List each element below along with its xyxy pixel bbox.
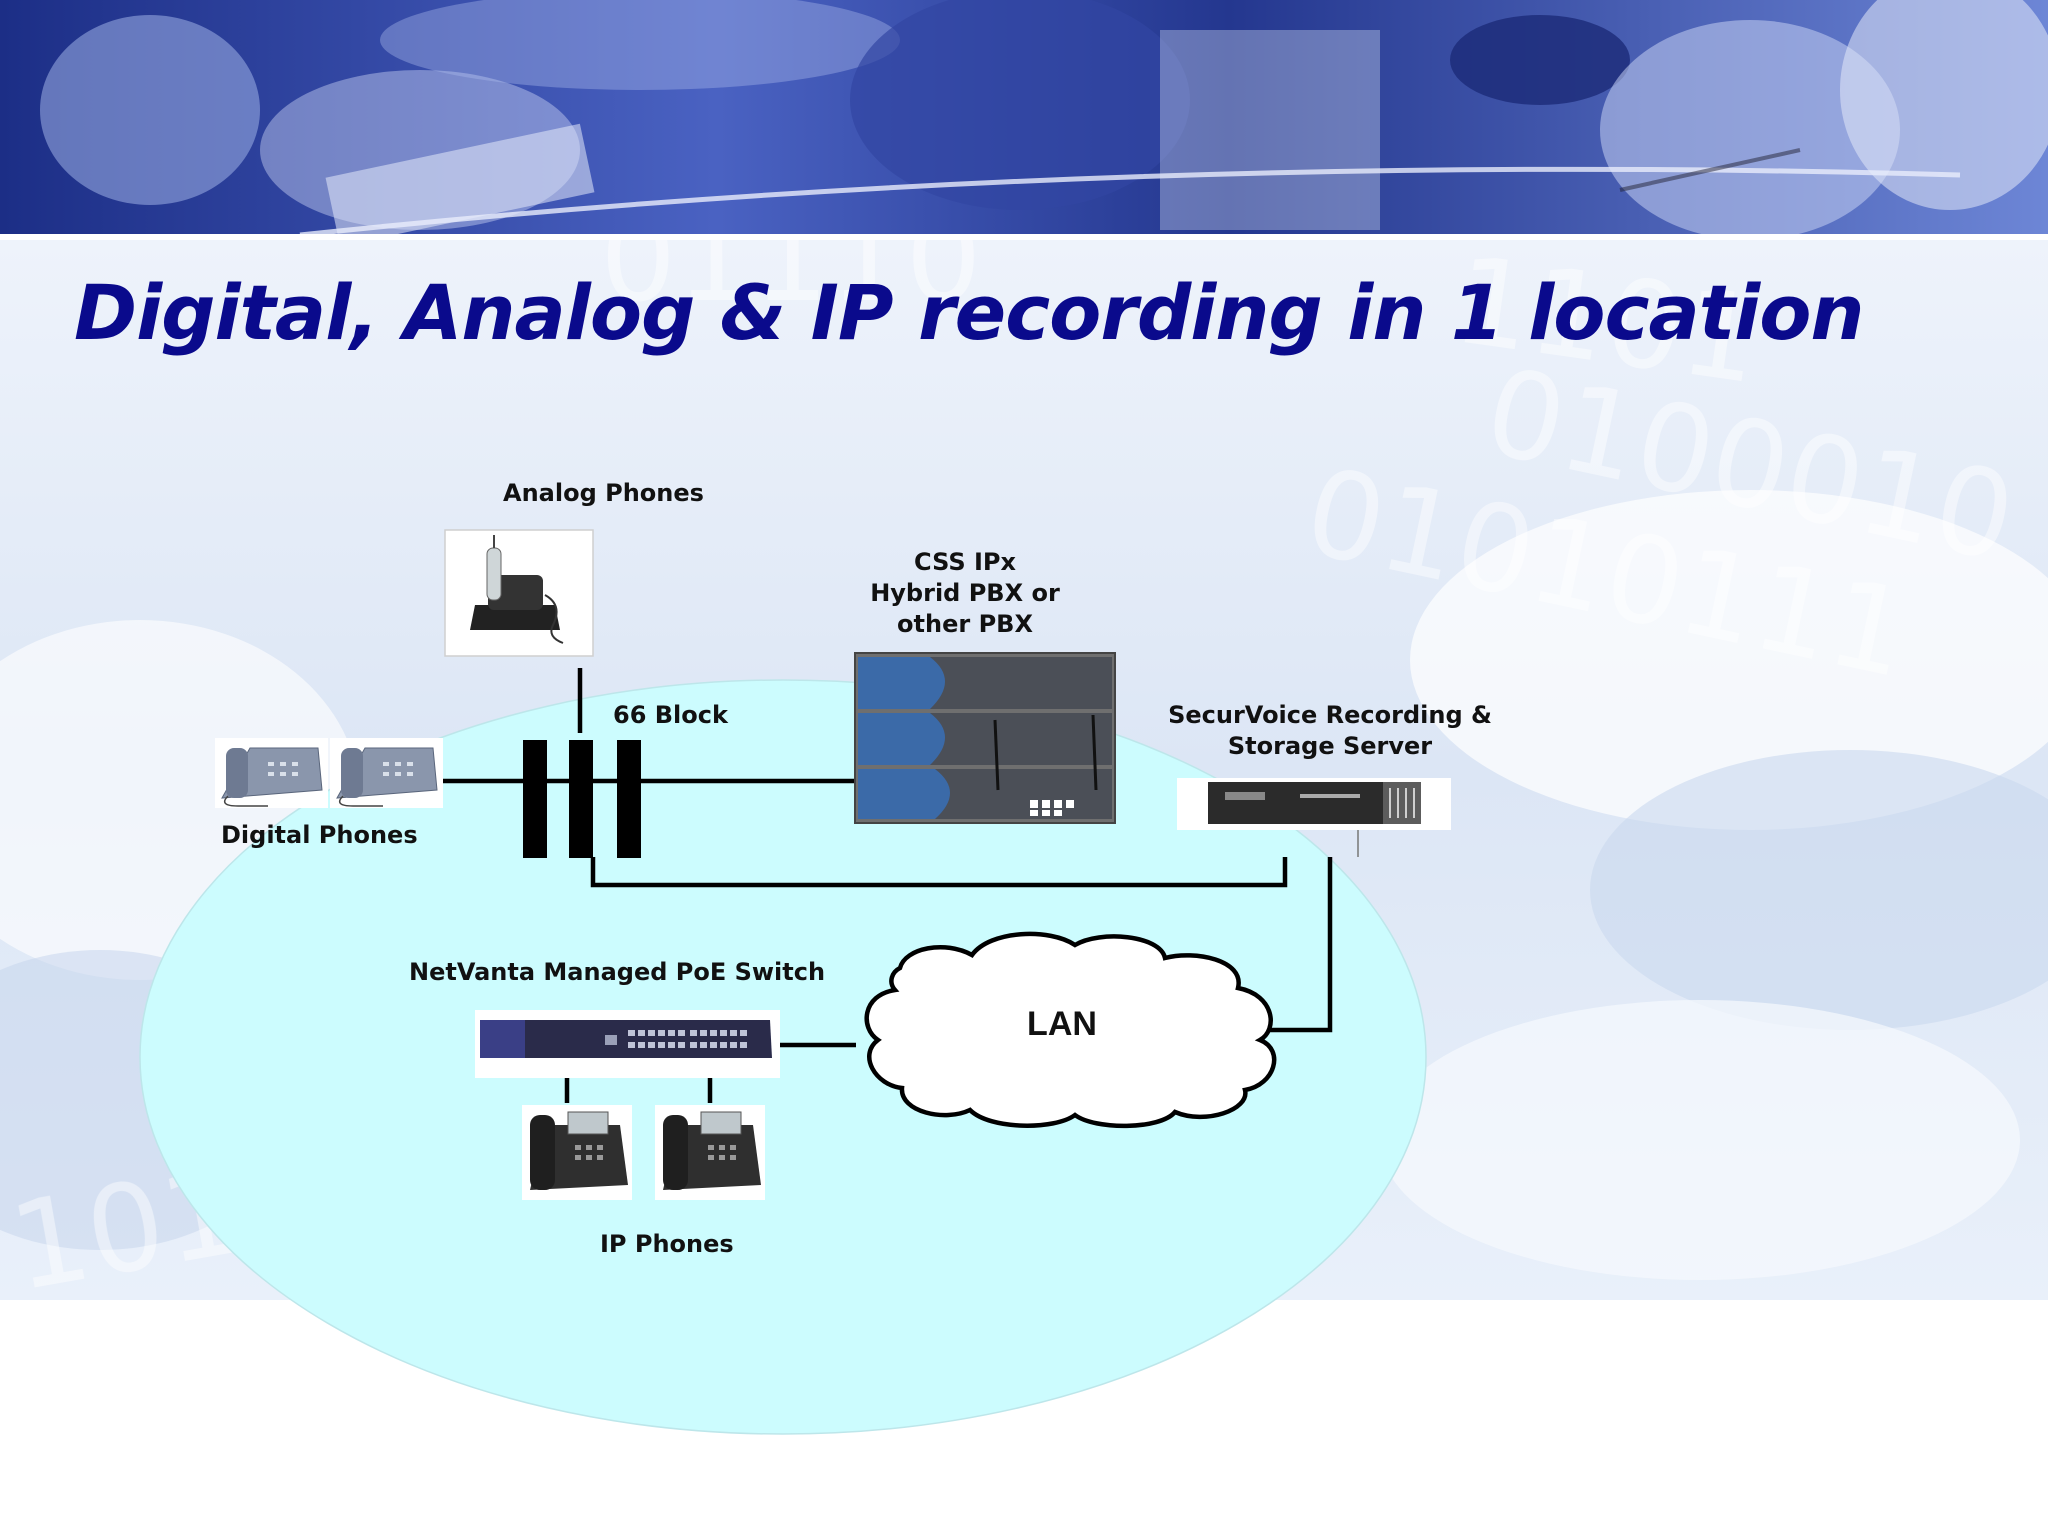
svg-text:01110: 01110 — [600, 240, 982, 329]
server-label: SecurVoice Recording & Storage Server — [1160, 700, 1500, 762]
ip-phone-icon — [522, 1105, 632, 1200]
server-to-lan-line — [1270, 857, 1333, 1033]
66-block-label: 66 Block — [613, 701, 728, 729]
pbx-chassis-icon — [854, 652, 1116, 824]
switch-label: NetVanta Managed PoE Switch — [409, 958, 826, 986]
digital-phones-label: Digital Phones — [221, 821, 418, 849]
pbx-label-line: CSS IPx — [914, 548, 1016, 576]
block-to-server-line — [590, 857, 1288, 888]
server-label-line: Storage Server — [1227, 732, 1433, 760]
recording-server-icon — [1177, 778, 1451, 830]
pbx-label-line: Hybrid PBX or — [870, 579, 1060, 607]
server-label-line: SecurVoice Recording & — [1168, 701, 1492, 729]
pbx-label: CSS IPx Hybrid PBX or other PBX — [850, 547, 1080, 640]
lan-cloud-shape — [864, 931, 1277, 1129]
analog-phones-label: Analog Phones — [503, 479, 704, 507]
pbx-label-line: other PBX — [897, 610, 1033, 638]
digital-phone-icon — [215, 738, 328, 808]
ip-phone-icon — [655, 1105, 765, 1200]
slide-title: Digital, Analog & IP recording in 1 loca… — [74, 268, 1865, 357]
header-banner-image — [0, 0, 2048, 240]
lan-label: LAN — [1027, 1005, 1097, 1043]
ip-phones-label: IP Phones — [600, 1230, 734, 1258]
analog-phone-icon — [444, 529, 594, 657]
location-ellipse — [139, 679, 1427, 1435]
66-block-icon — [523, 740, 641, 858]
poe-switch-icon — [475, 1010, 780, 1078]
digital-phone-icon — [330, 738, 443, 808]
